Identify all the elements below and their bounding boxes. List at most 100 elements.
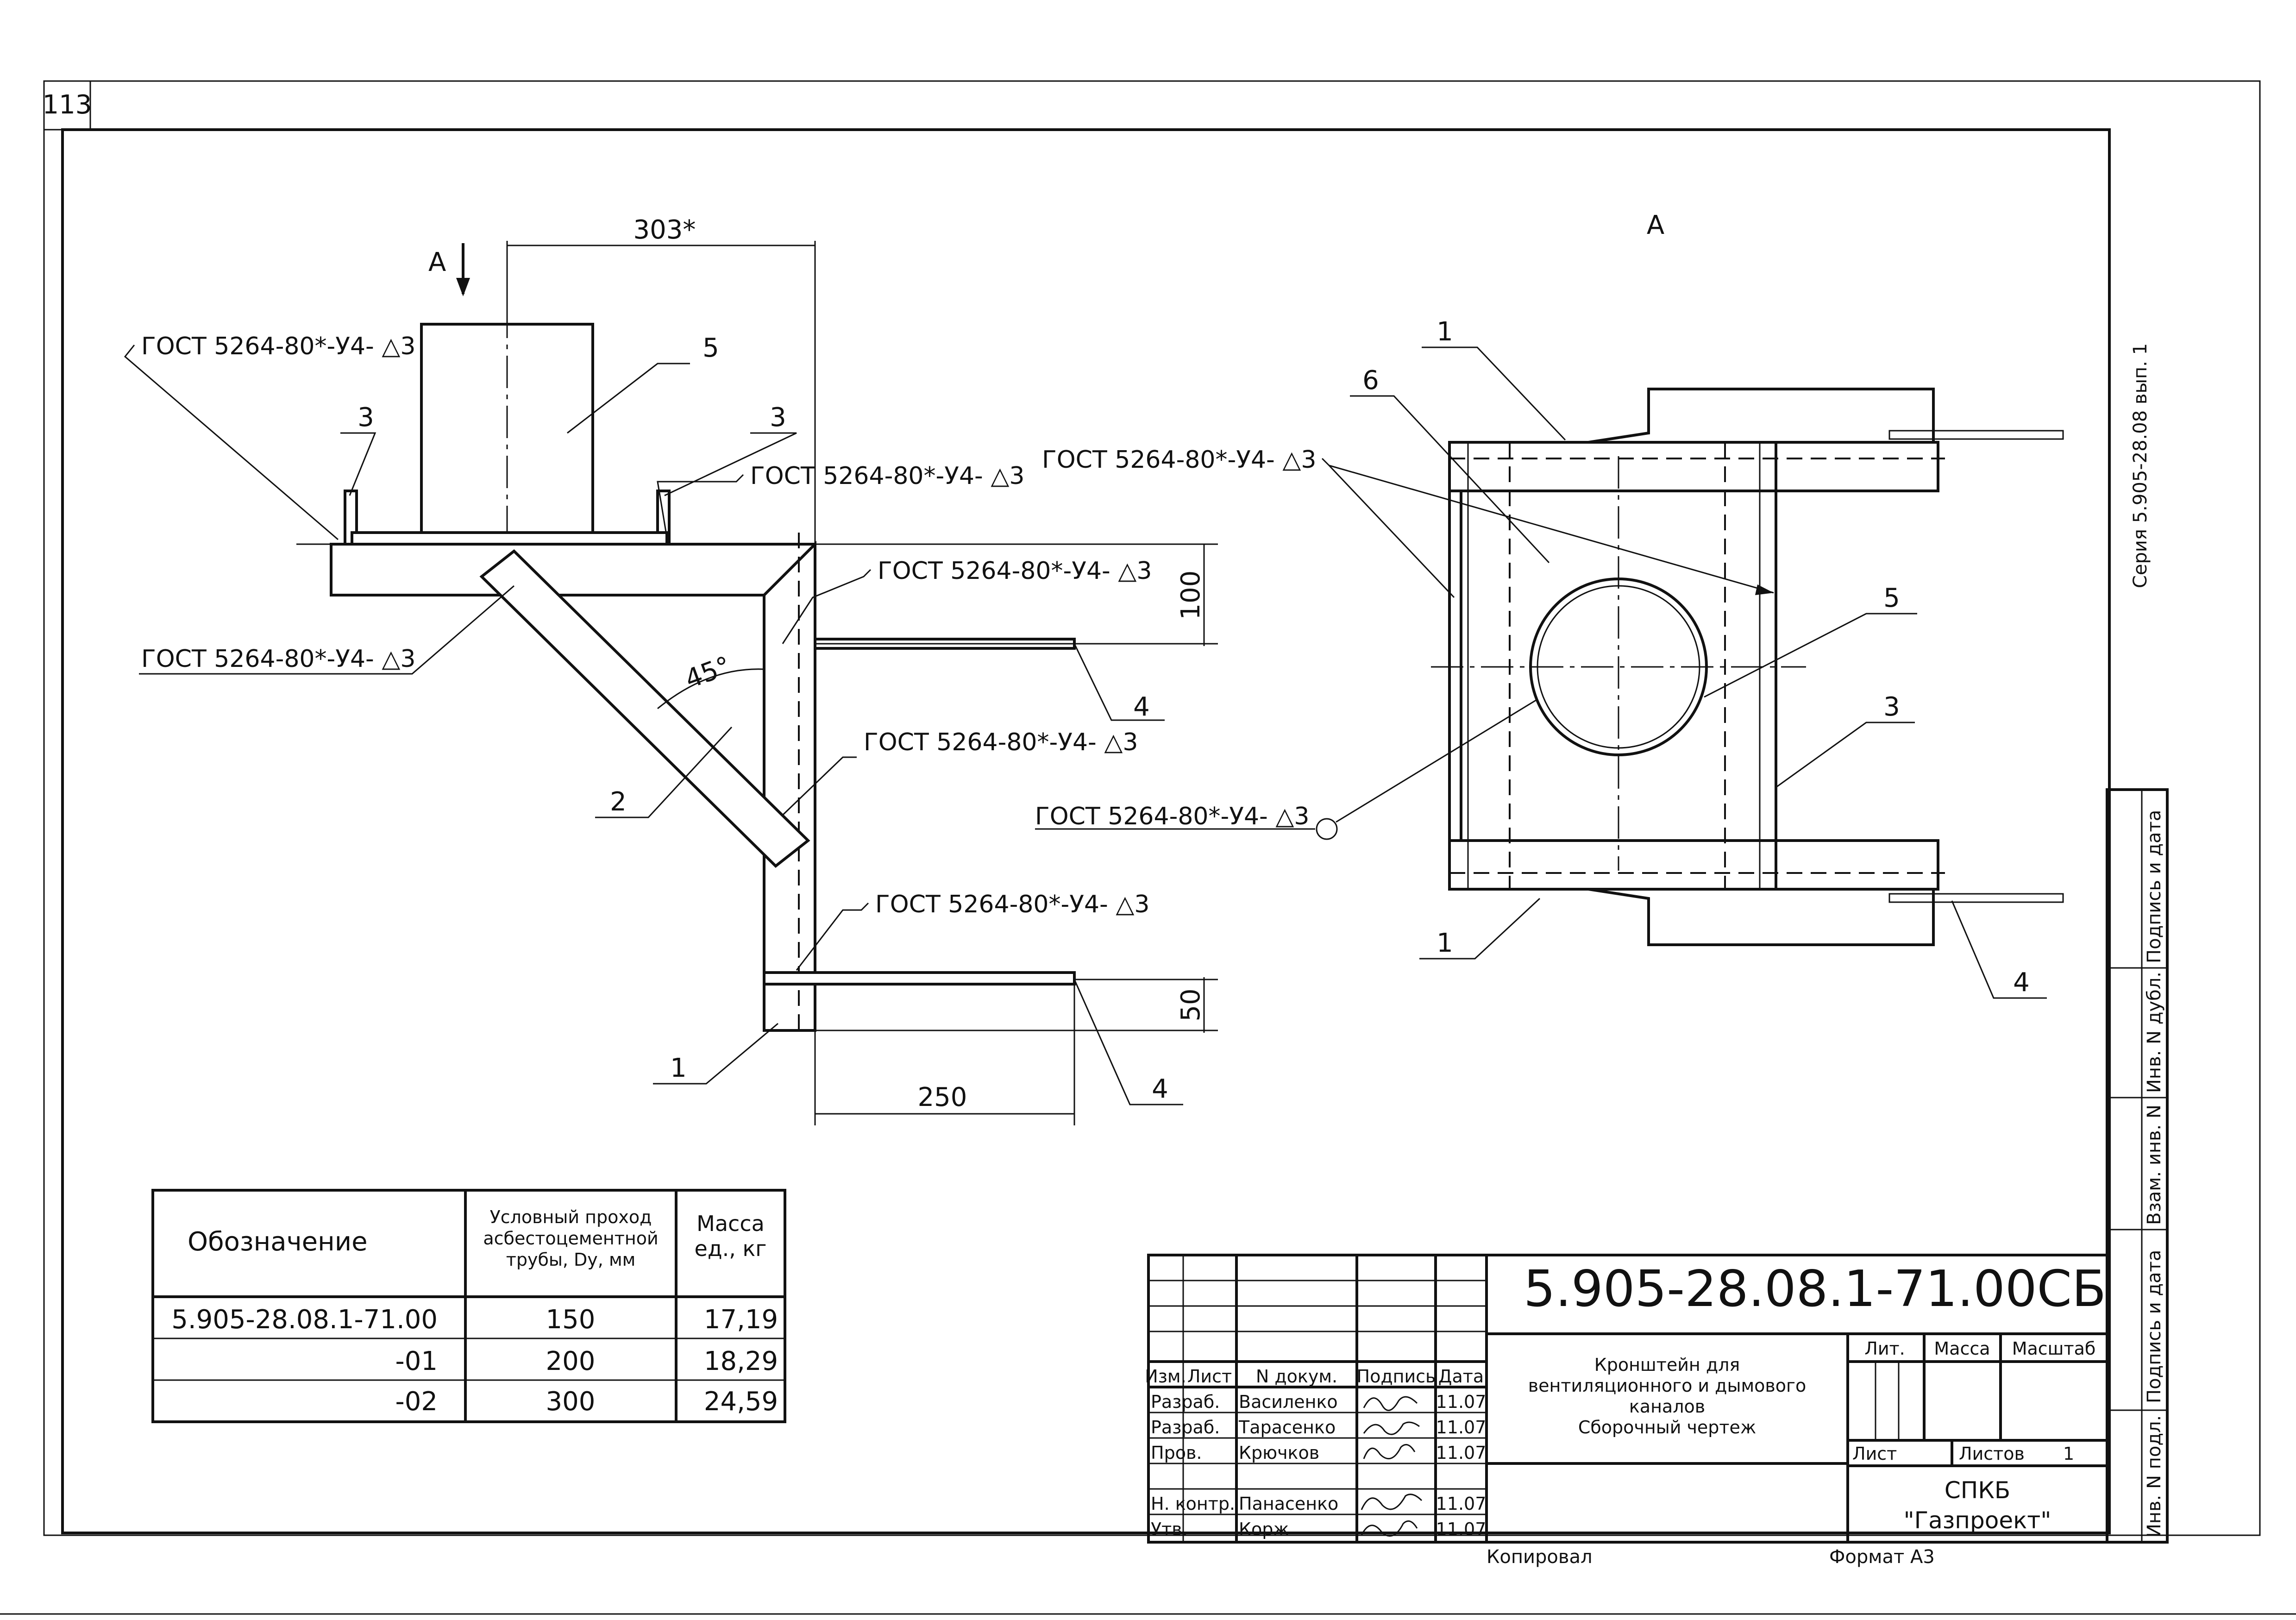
title-line-1: Кронштейн для [1594,1355,1740,1375]
staff-4-name: Панасенко [1239,1494,1338,1514]
stamp-vzam-inv: Взам. инв. N [2144,1105,2165,1225]
staff-2-role: Разраб. [1151,1417,1220,1438]
signature-5 [1361,1520,1418,1537]
staff-5-role: Утв. [1151,1519,1188,1539]
pos-5-view-a: 5 [1883,583,1900,613]
spec-header-mass: Масса ед., кг [695,1211,767,1261]
pos-3-right: 3 [770,402,786,433]
staff-5-date: 11.07 [1436,1519,1487,1539]
spec-row-1-mass: 17,19 [704,1305,778,1335]
weld-note-view-a-1: ГОСТ 5264-80*-У4- △3 [1042,446,1316,474]
footer-copied: Копировал [1487,1546,1593,1568]
spec-row-1-designation: 5.905-28.08.1-71.00 [171,1305,438,1335]
front-view: А 303* 100 50 [124,215,1218,1125]
title-line-3: каналов [1629,1396,1705,1417]
pos-1-view-a-top: 1 [1437,317,1453,347]
weld-note-1: ГОСТ 5264-80*-У4- △3 [141,333,415,360]
page-number-box [43,80,91,131]
org-line-2: "Газпроект" [1904,1507,2051,1534]
staff-1-date: 11.07 [1436,1392,1487,1412]
title-line-4: Сборочный чертеж [1578,1417,1756,1438]
tb-sheet: Лист [1852,1444,1897,1464]
staff-3-date: 11.07 [1436,1443,1487,1463]
col-n-dokum: N докум. [1256,1366,1337,1387]
staff-5-name: Корж [1239,1519,1289,1539]
stamp-signature-date-2: Подпись и дата [2144,810,2165,963]
inner-frame [61,128,2111,1534]
weld-note-view-a-2: ГОСТ 5264-80*-У4- △3 [1035,803,1309,830]
signature-1 [1363,1396,1418,1411]
lower-shelf-part-4 [763,971,1076,986]
angle-45: 45° [681,651,735,695]
signature-3 [1363,1444,1416,1459]
pos-2: 2 [610,787,627,817]
spec-row-1-dy: 150 [546,1305,596,1335]
col-izm: Изм. [1145,1366,1186,1387]
tb-sheets: Листов [1959,1444,2025,1464]
pos-4-upper: 4 [1133,692,1150,722]
stamp-inv-dubl: Инв. N дубл. [2144,972,2165,1093]
dim-50: 50 [1176,988,1206,1021]
staff-1-name: Василенко [1239,1392,1338,1412]
weld-note-6: ГОСТ 5264-80*-У4- △3 [875,891,1149,918]
weld-note-3: ГОСТ 5264-80*-У4- △3 [141,645,415,673]
pos-4-view-a: 4 [2013,967,2030,998]
staff-2-date: 11.07 [1436,1417,1487,1438]
spec-header-designation: Обозначение [188,1227,368,1257]
series-label: Серия 5.905-28.08 вып. 1 [2130,343,2151,588]
spec-row-2-designation: -01 [395,1346,438,1376]
side-stamp: Инв. N подл. Подпись и дата Взам. инв. N… [2106,788,2169,1544]
pos-3-left: 3 [358,402,374,433]
view-a: А ГОСТ 5264-80*-У4- △3 ГОСТ 5264-80*-У4- [1035,210,2064,999]
weld-note-5: ГОСТ 5264-80*-У4- △3 [864,728,1138,756]
footer-format: Формат А3 [1829,1546,1935,1568]
stamp-signature-date-1: Подпись и дата [2144,1250,2165,1403]
pos-6: 6 [1362,365,1379,396]
pos-4-lower: 4 [1152,1074,1168,1104]
staff-4-date: 11.07 [1436,1494,1487,1514]
org-line-1: СПКБ [1945,1477,2010,1504]
vertical-channel-part-1 [763,540,816,1032]
signature-2 [1363,1421,1420,1435]
staff-3-name: Крючков [1239,1443,1319,1463]
spec-row-3-dy: 300 [546,1387,596,1417]
spec-header-dy: Условный проход асбестоцементной трубы, … [483,1207,658,1270]
dim-303: 303* [634,215,696,245]
page-number: 113 [43,90,92,120]
weld-note-2: ГОСТ 5264-80*-У4- △3 [750,462,1024,490]
spec-row-2-mass: 18,29 [704,1346,778,1376]
col-signature: Подпись [1357,1366,1436,1387]
diagonal-brace-part-2 [479,549,810,868]
tb-scale: Масштаб [2012,1338,2096,1359]
staff-4-role: Н. контр. [1151,1494,1235,1514]
pos-1-front: 1 [670,1053,687,1083]
tb-sheets-count: 1 [2063,1444,2074,1464]
spec-table: Обозначение Условный проход асбестоцемен… [151,1189,786,1423]
col-list: Лист [1187,1366,1232,1387]
outer-frame [43,80,2261,1536]
stamp-inv-podl: Инв. N подл. [2144,1415,2165,1538]
tb-lit: Лит. [1864,1338,1905,1359]
dim-250: 250 [918,1082,967,1112]
title-block: 5.905-28.08.1-71.00СБ Кронштейн для вент… [1145,1254,2108,1544]
tb-mass: Масса [1934,1338,1990,1359]
section-label: А [428,247,446,277]
signature-4 [1361,1494,1423,1510]
spec-row-3-mass: 24,59 [704,1387,778,1417]
staff-3-role: Пров. [1151,1443,1202,1463]
title-line-2: вентиляционного и дымового [1528,1375,1806,1396]
pos-3-view-a: 3 [1883,692,1900,722]
spec-row-3-designation: -02 [395,1387,438,1417]
pos-5-front: 5 [703,333,719,363]
col-date: Дата [1438,1366,1484,1387]
weld-note-4: ГОСТ 5264-80*-У4- △3 [878,557,1152,585]
doc-number: 5.905-28.08.1-71.00СБ [1524,1260,2106,1318]
view-a-label: А [1647,210,1664,240]
base-plate [330,543,816,597]
pos-1-view-a-bottom: 1 [1437,928,1453,958]
staff-1-role: Разраб. [1151,1392,1220,1412]
dim-100: 100 [1176,571,1206,620]
spec-row-2-dy: 200 [546,1346,596,1376]
